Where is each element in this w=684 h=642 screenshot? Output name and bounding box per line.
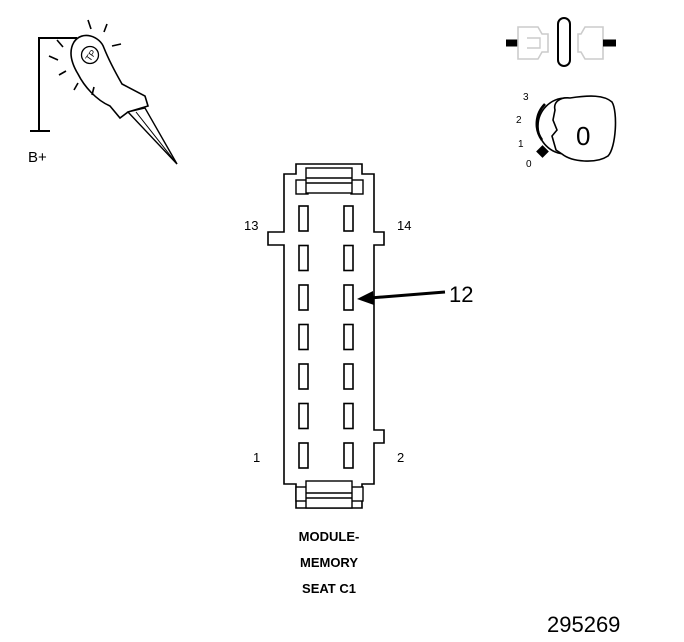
light-rays (48, 19, 122, 96)
supply-label: B+ (28, 149, 47, 166)
pin-cavities (298, 205, 354, 469)
pin-cavity (298, 402, 309, 430)
pin-cavity (298, 442, 309, 469)
pin-12-callout-arrow (357, 290, 446, 305)
pin-cavity (343, 442, 354, 469)
test-light-icon: TP B+ (28, 19, 178, 166)
ignition-position-2: 2 (516, 115, 522, 126)
ignition-key-label: 0 (576, 121, 590, 151)
ignition-key-head (551, 95, 617, 162)
top-latch (295, 167, 364, 195)
pin-cavity (298, 363, 309, 390)
disconnect-connector-icon (506, 17, 616, 67)
ignition-position-1: 1 (518, 139, 524, 150)
pin-cavity (298, 244, 309, 272)
pin-cavity (298, 284, 309, 311)
pin-cavity (343, 402, 354, 430)
pin-label-13: 13 (244, 218, 258, 233)
pin-cavity (343, 363, 354, 390)
pin-cavity (343, 244, 354, 272)
pin-label-14: 14 (397, 218, 411, 233)
ignition-key-icon: 3 2 1 0 0 (516, 92, 617, 170)
test-light-symbol (80, 45, 100, 65)
connector-body (267, 163, 385, 509)
pin-cavity (343, 323, 354, 351)
pin-cavity (343, 205, 354, 232)
pin-12-callout-label: 12 (449, 282, 473, 307)
pin-label-2: 2 (397, 450, 404, 465)
test-light-lead-wire (38, 37, 77, 131)
pin-cavity (298, 205, 309, 232)
connector-title-line-2: MEMORY (300, 555, 358, 570)
pin-cavity (343, 284, 354, 311)
connector-title-line-1: MODULE- (299, 529, 360, 544)
bottom-latch (295, 480, 364, 509)
figure-number: 295269 (547, 612, 620, 637)
connector-title-line-3: SEAT C1 (302, 581, 356, 596)
ignition-position-3: 3 (523, 92, 529, 103)
pin-label-1: 1 (253, 450, 260, 465)
connector-outline (267, 163, 385, 509)
ignition-position-0: 0 (526, 159, 532, 170)
pin-cavity (298, 323, 309, 351)
test-light-body (70, 34, 149, 120)
test-light-tip (126, 107, 178, 165)
